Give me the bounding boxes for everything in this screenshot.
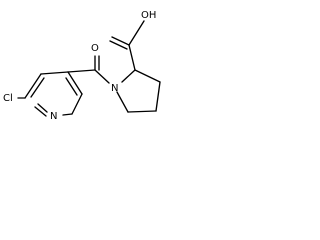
bond-ring-acid-carbon: [128, 44, 136, 71]
bond-c6-n: [62, 113, 73, 116]
pyrrolidine-nitrogen-label: N: [111, 83, 118, 94]
pyridine-nitrogen-label: N: [50, 111, 57, 122]
bond-c4prime-c5prime: [127, 110, 157, 113]
bond-n-c2-double: [37, 103, 48, 113]
pyridine-ring: [24, 71, 83, 117]
acid-oh-label: OH: [141, 10, 156, 21]
bond-c2-c3: [24, 73, 42, 99]
bond-c3prime-c4prime: [155, 81, 161, 112]
bond-acid-o-double-2: [109, 40, 128, 50]
bond-c4-c5: [67, 71, 83, 95]
pyrrolidine-ring: [116, 69, 161, 113]
bond-n-c2: [34, 106, 47, 117]
bond-acid-o-double: [111, 36, 130, 46]
bond-carbonyl-n: [94, 69, 110, 84]
bond-c5-c6: [71, 93, 83, 115]
chlorine-label: Cl: [3, 93, 13, 104]
bond-c5prime-n: [116, 91, 129, 113]
bond-acid-oh: [128, 20, 145, 46]
chemical-structure-diagram: Cl N O OH N: [3, 10, 161, 122]
carbonyl-oxygen-label: O: [91, 43, 99, 54]
bond-c2prime-c3prime: [134, 69, 161, 83]
bond-c3-c4: [40, 71, 69, 75]
bond-n-c2prime: [121, 69, 136, 83]
bond-c2-c3-double: [30, 77, 45, 98]
bond-c4-c5-double: [65, 77, 78, 96]
bond-ring-carbonyl: [67, 69, 96, 73]
